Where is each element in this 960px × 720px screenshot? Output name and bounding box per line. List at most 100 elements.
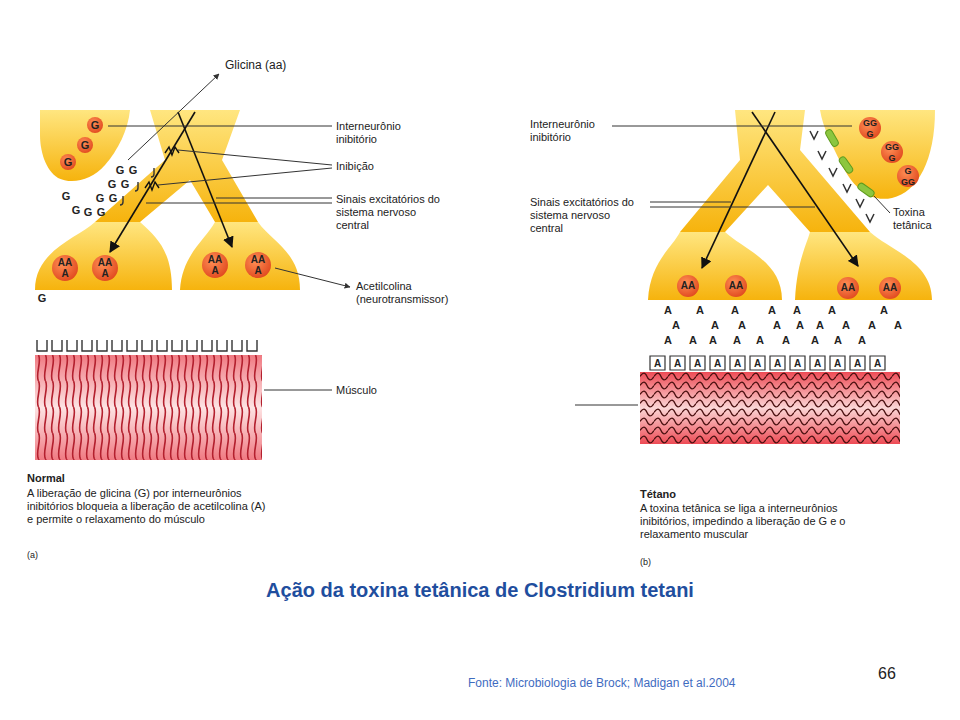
glycine-receptor xyxy=(151,168,154,177)
molecule-letter: A xyxy=(814,359,821,369)
tetanus-toxin xyxy=(838,156,854,175)
leader-line xyxy=(158,168,332,185)
panel-heading: Tétano xyxy=(640,488,676,501)
glycine-vesicle xyxy=(60,154,76,170)
signal-arrow xyxy=(178,112,232,247)
molecule-letter: A xyxy=(61,269,68,279)
molecule-letter: A xyxy=(868,320,876,331)
molecule-letter: A xyxy=(880,305,888,316)
molecule-letter: A xyxy=(674,359,681,369)
molecule-letter: G xyxy=(97,207,106,218)
molecule-letter: G xyxy=(116,165,125,176)
molecule-letter: A xyxy=(756,335,764,346)
molecule-letter: A xyxy=(754,359,761,369)
callout-label: Acetilcolina (neurotransmissor) xyxy=(356,280,466,306)
molecule-letter: G xyxy=(81,140,90,151)
molecule-letter: A xyxy=(664,335,672,346)
molecule-letter: G xyxy=(96,193,105,204)
inhibitory-interneuron xyxy=(40,110,130,181)
molecule-letter: GG xyxy=(885,143,899,152)
acetylcholine-vesicle xyxy=(879,277,901,299)
tetanus-toxin xyxy=(857,182,876,198)
acetylcholine-vesicle xyxy=(725,275,747,297)
inhibition-mark xyxy=(145,182,159,190)
relaxed-muscle-fibres xyxy=(35,355,262,460)
molecule-letter: AA xyxy=(58,258,72,268)
callout-label: Sinais excitatórios do sistema nervoso c… xyxy=(336,193,444,233)
acetylcholine-vesicle xyxy=(92,255,118,281)
panel-letter: (a) xyxy=(27,550,38,561)
glycine-vesicle xyxy=(77,137,93,153)
molecule-letter: G xyxy=(84,207,93,218)
acetylcholine-vesicle xyxy=(837,277,859,299)
molecule-letter: A xyxy=(811,335,819,346)
leader-line xyxy=(146,203,332,204)
nerve-terminal xyxy=(795,232,932,300)
molecule-letter: G xyxy=(109,193,118,204)
leader-line xyxy=(264,390,332,391)
glycine-vesicle xyxy=(897,165,919,187)
acetylcholine-vesicle xyxy=(202,252,228,278)
molecule-letter: A xyxy=(714,359,721,369)
leader-line xyxy=(650,202,731,203)
molecule-letter: A xyxy=(894,320,902,331)
molecule-letter: A xyxy=(664,305,672,316)
molecule-letter: A xyxy=(696,305,704,316)
molecule-letter: A xyxy=(733,335,741,346)
leader-line xyxy=(650,207,815,208)
molecule-letter: A xyxy=(794,359,801,369)
molecule-letter: A xyxy=(709,335,717,346)
nerve-terminal xyxy=(35,222,172,290)
molecule-letter: A xyxy=(768,305,776,316)
molecule-letter: AA xyxy=(681,281,695,291)
contracted-muscle xyxy=(640,372,900,444)
nerve-terminal xyxy=(648,232,782,300)
leader-line xyxy=(108,126,332,127)
molecule-letter: G xyxy=(72,205,81,216)
glycine-vesicle xyxy=(87,117,103,133)
callout-label: Interneurônio inibitório xyxy=(336,120,426,146)
page-number: 66 xyxy=(878,664,896,683)
figure-title: Ação da toxina tetânica de Clostridium t… xyxy=(0,578,960,602)
blocked-receptors xyxy=(810,131,874,222)
molecule-letter: G xyxy=(888,154,895,163)
leader-line xyxy=(612,126,852,127)
molecule-letter: A xyxy=(773,320,781,331)
molecule-letter: G xyxy=(866,130,873,139)
leader-line xyxy=(178,150,332,165)
molecule-letter: A xyxy=(793,305,801,316)
callout-label: Sinais excitatórios do sistema nervoso c… xyxy=(530,196,642,236)
leader-line xyxy=(874,196,890,213)
acetylcholine-vesicle xyxy=(677,275,699,297)
leader-line xyxy=(216,198,332,199)
callout-label: Inibição xyxy=(336,160,374,173)
acetylcholine-vesicle xyxy=(52,255,78,281)
leader-line xyxy=(128,74,219,160)
motor-neuron xyxy=(95,110,258,222)
molecule-letter: A xyxy=(738,320,746,331)
relaxed-muscle xyxy=(35,355,262,460)
molecule-letter: A xyxy=(211,266,218,276)
callout-label: Músculo xyxy=(336,384,377,397)
molecule-letter: A xyxy=(874,359,881,369)
motor-neuron xyxy=(680,110,870,232)
molecule-letter: A xyxy=(672,320,680,331)
molecule-letter: A xyxy=(254,266,261,276)
molecule-letter: G xyxy=(91,120,100,131)
callout-label: Toxina tetânica xyxy=(893,206,951,232)
molecule-letter: A xyxy=(828,305,836,316)
molecule-letter: A xyxy=(731,305,739,316)
molecule-letter: G xyxy=(129,165,138,176)
molecule-letter: AA xyxy=(883,283,897,293)
molecule-letter: AA xyxy=(208,255,222,265)
glycine-vesicle xyxy=(881,141,903,163)
molecule-letter: AA xyxy=(98,258,112,268)
molecule-letter: G xyxy=(904,167,911,176)
acetylcholine-vesicle xyxy=(245,252,271,278)
molecule-letter: A xyxy=(774,359,781,369)
tetanus-toxin xyxy=(824,128,839,147)
leader-line xyxy=(275,268,350,287)
molecule-letter: G xyxy=(108,179,117,190)
molecule-letter: GG xyxy=(863,119,877,128)
